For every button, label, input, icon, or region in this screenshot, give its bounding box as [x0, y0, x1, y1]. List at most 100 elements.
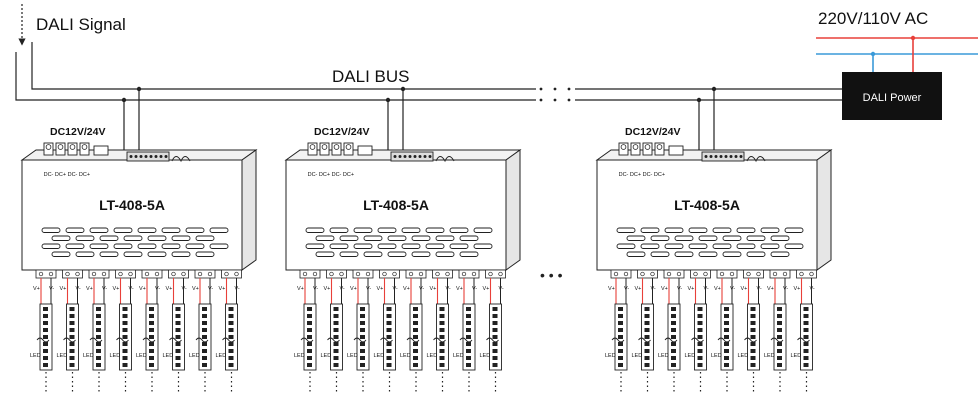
v-minus-label: V- — [102, 286, 107, 292]
v-minus-label: V- — [155, 286, 160, 292]
led-label: LED — [427, 353, 438, 359]
dc-input-terminals: DC-DC+DC-DC+ — [307, 142, 373, 178]
v-minus-label: V- — [419, 286, 424, 292]
model-label: LT-408-5A — [674, 197, 740, 213]
vent-slots — [616, 227, 804, 257]
led-label: LED — [480, 353, 491, 359]
v-plus-label: V+ — [741, 286, 748, 292]
controller-2: DC12V/24V DC-DC+DC-DC+ LT-408-5A V+ V- LED V+ V… — [284, 89, 522, 392]
led-label: LED — [83, 353, 94, 359]
output-terminal — [141, 269, 163, 279]
v-plus-label: V+ — [33, 286, 40, 292]
led-strip: LED — [764, 303, 787, 392]
v-plus-label: V+ — [377, 286, 384, 292]
v-plus-label: V+ — [661, 286, 668, 292]
output-terminal — [663, 269, 685, 279]
terminal-label: DC+ — [319, 172, 330, 178]
v-minus-label: V- — [624, 286, 629, 292]
led-label: LED — [400, 353, 411, 359]
v-plus-label: V+ — [86, 286, 93, 292]
ac-voltage-label: 220V/110V AC — [818, 9, 928, 28]
output-terminal — [769, 269, 791, 279]
led-label: LED — [216, 353, 227, 359]
v-plus-label: V+ — [430, 286, 437, 292]
ac-mains: 220V/110V AC — [816, 9, 978, 72]
led-label: LED — [347, 353, 358, 359]
dali-bus: DALI BUS — [15, 42, 842, 103]
vent-slots — [305, 227, 493, 257]
led-label: LED — [294, 353, 305, 359]
supply-voltage-label: DC12V/24V — [625, 126, 680, 138]
v-minus-label: V- — [757, 286, 762, 292]
led-strip: LED — [347, 303, 370, 392]
v-plus-label: V+ — [608, 286, 615, 292]
v-minus-label: V- — [393, 286, 398, 292]
output-terminal — [690, 269, 711, 279]
led-strip: LED — [189, 303, 212, 392]
led-strip: LED — [605, 303, 628, 392]
v-minus-label: V- — [182, 286, 187, 292]
v-minus-label: V- — [472, 286, 477, 292]
dali-power-supply: DALI Power — [842, 72, 942, 120]
supply-voltage-label: DC12V/24V — [314, 126, 369, 138]
led-strip: LED — [480, 303, 502, 392]
terminal-label: DC- — [68, 172, 78, 178]
v-plus-label: V+ — [113, 286, 120, 292]
v-plus-label: V+ — [350, 286, 357, 292]
dali-connector — [701, 151, 766, 163]
model-label: LT-408-5A — [99, 197, 165, 213]
v-plus-label: V+ — [456, 286, 463, 292]
output-terminal — [221, 269, 242, 279]
led-label: LED — [163, 353, 174, 359]
led-strip: LED — [427, 303, 449, 392]
led-outputs: V+ V- LED V+ V- LED V+ V- LED V+ V- LED V+ V- LED V+ V- L… — [605, 269, 817, 392]
terminal-label: DC+ — [79, 172, 90, 178]
v-plus-label: V+ — [714, 286, 721, 292]
v-plus-label: V+ — [688, 286, 695, 292]
v-minus-label: V- — [810, 286, 815, 292]
v-plus-label: V+ — [139, 286, 146, 292]
led-label: LED — [110, 353, 121, 359]
vent-slots — [41, 227, 229, 257]
led-label: LED — [685, 353, 696, 359]
v-plus-label: V+ — [794, 286, 801, 292]
dc-input-terminals: DC-DC+DC-DC+ — [618, 142, 684, 178]
output-terminal — [610, 269, 632, 279]
led-strip: LED — [791, 303, 813, 392]
v-minus-label: V- — [49, 286, 54, 292]
v-minus-label: V- — [783, 286, 788, 292]
v-minus-label: V- — [677, 286, 682, 292]
output-terminal — [637, 269, 658, 279]
v-minus-label: V- — [651, 286, 656, 292]
led-label: LED — [453, 353, 464, 359]
v-plus-label: V+ — [403, 286, 410, 292]
led-label: LED — [189, 353, 200, 359]
model-label: LT-408-5A — [363, 197, 429, 213]
led-label: LED — [791, 353, 802, 359]
led-strip: LED — [658, 303, 681, 392]
v-plus-label: V+ — [297, 286, 304, 292]
v-minus-label: V- — [340, 286, 345, 292]
output-terminal — [458, 269, 480, 279]
led-strip: LED — [632, 303, 654, 392]
led-outputs: V+V-LEDV+V-LEDV+V-LEDV+V-LEDV+V-LEDV+V-L… — [30, 269, 242, 392]
terminal-label: DC+ — [55, 172, 66, 178]
v-plus-label: V+ — [324, 286, 331, 292]
controller-3: DC12V/24VDC-DC+DC-DC+LT-408-5AV+V-LEDV+V… — [595, 89, 833, 392]
v-plus-label: V+ — [166, 286, 173, 292]
output-terminal — [743, 269, 764, 279]
v-minus-label: V- — [446, 286, 451, 292]
led-strip: LED — [400, 303, 423, 392]
dali-signal-input: DALI Signal — [18, 4, 126, 46]
terminal-label: DC+ — [630, 172, 641, 178]
led-label: LED — [711, 353, 722, 359]
supply-voltage-label: DC12V/24V — [50, 126, 105, 138]
led-strip: LED — [738, 303, 760, 392]
v-minus-label: V- — [76, 286, 81, 292]
v-minus-label: V- — [235, 286, 240, 292]
led-label: LED — [764, 353, 775, 359]
terminal-label: DC+ — [343, 172, 354, 178]
dali-connector — [126, 151, 191, 163]
v-plus-label: V+ — [219, 286, 226, 292]
output-terminal — [88, 269, 110, 279]
